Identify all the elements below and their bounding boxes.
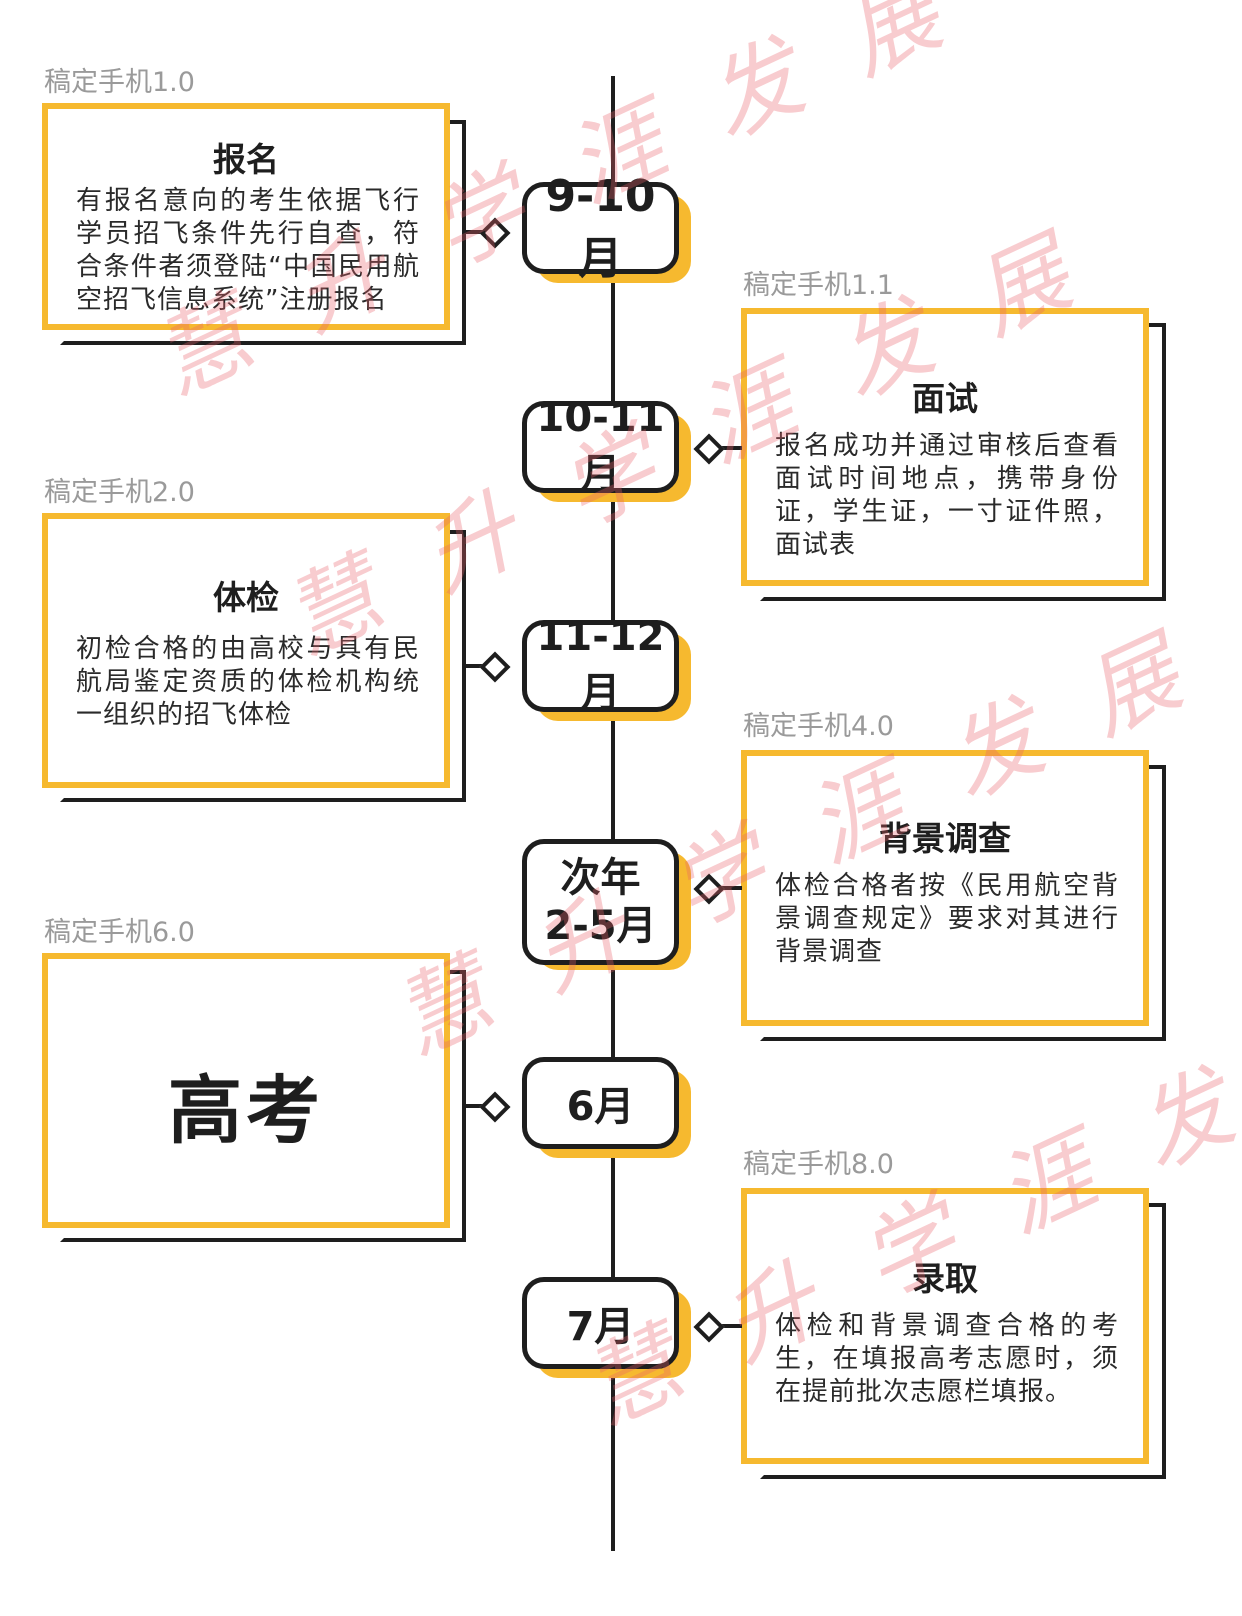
diamond-marker [693, 1311, 725, 1343]
step-label: 稿定手机8.0 [743, 1149, 894, 1180]
diamond-marker [693, 433, 725, 465]
step-body: 初检合格的由高校与具有民航局鉴定资质的体检机构统一组织的招飞体检 [76, 634, 420, 730]
step-body: 有报名意向的考生依据飞行学员招飞条件先行自查，符合条件者须登陆“中国民用航空招飞… [76, 186, 420, 315]
diamond-marker [479, 217, 511, 249]
date-pill-july: 7月 [522, 1277, 679, 1369]
step-title: 背景调查 [879, 819, 1011, 858]
date-label: 7月 [566, 1304, 635, 1350]
step-label: 稿定手机1.0 [44, 67, 195, 98]
step-body: 报名成功并通过审核后查看面试时间地点，携带身份证，学生证，一寸证件照，面试表 [775, 431, 1119, 560]
date-pill-june: 6月 [522, 1057, 679, 1149]
date-label: 9-10月 [545, 170, 656, 284]
date-pill-sep-oct: 9-10月 [522, 171, 679, 284]
step-title: 高考 [168, 1068, 324, 1154]
diamond-marker [693, 873, 725, 905]
step-card-physical: 体检 初检合格的由高校与具有民航局鉴定资质的体检机构统一组织的招飞体检 [42, 513, 450, 788]
step-title: 面试 [912, 379, 978, 418]
step-title: 录取 [912, 1259, 978, 1298]
diamond-marker [479, 651, 511, 683]
date-pill-nov-dec: 11-12月 [522, 614, 679, 716]
connector-line [710, 1324, 742, 1328]
timeline-axis [611, 76, 615, 1551]
step-card-background-check: 背景调查 体检合格者按《民用航空背景调查规定》要求对其进行背景调查 [741, 750, 1149, 1026]
date-label: 6月 [566, 1084, 635, 1130]
date-label: 11-12月 [536, 614, 665, 716]
step-label: 稿定手机2.0 [44, 477, 195, 508]
connector-line [710, 886, 742, 890]
step-title: 报名 [213, 140, 279, 179]
date-label-months: 2-5月 [544, 903, 657, 949]
date-label: 10-11月 [536, 395, 665, 497]
step-body: 体检合格者按《民用航空背景调查规定》要求对其进行背景调查 [775, 871, 1119, 967]
step-title: 体检 [213, 578, 279, 617]
date-pill-oct-nov: 10-11月 [522, 395, 679, 497]
step-card-register: 报名 有报名意向的考生依据飞行学员招飞条件先行自查，符合条件者须登陆“中国民用航… [42, 103, 450, 330]
step-label: 稿定手机6.0 [44, 917, 195, 948]
date-label-year: 次年 [560, 855, 641, 901]
step-label: 稿定手机1.1 [743, 270, 894, 301]
diamond-marker [479, 1091, 511, 1123]
date-pill-next-feb-may: 次年 2-5月 [522, 839, 679, 965]
step-card-interview: 面试 报名成功并通过审核后查看面试时间地点，携带身份证，学生证，一寸证件照，面试… [741, 308, 1149, 586]
connector-line [710, 446, 742, 450]
step-label: 稿定手机4.0 [743, 711, 894, 742]
step-card-admission: 录取 体检和背景调查合格的考生，在填报高考志愿时，须在提前批次志愿栏填报。 [741, 1188, 1149, 1464]
step-card-gaokao: 高考 [42, 953, 450, 1228]
step-body: 体检和背景调查合格的考生，在填报高考志愿时，须在提前批次志愿栏填报。 [775, 1311, 1119, 1407]
